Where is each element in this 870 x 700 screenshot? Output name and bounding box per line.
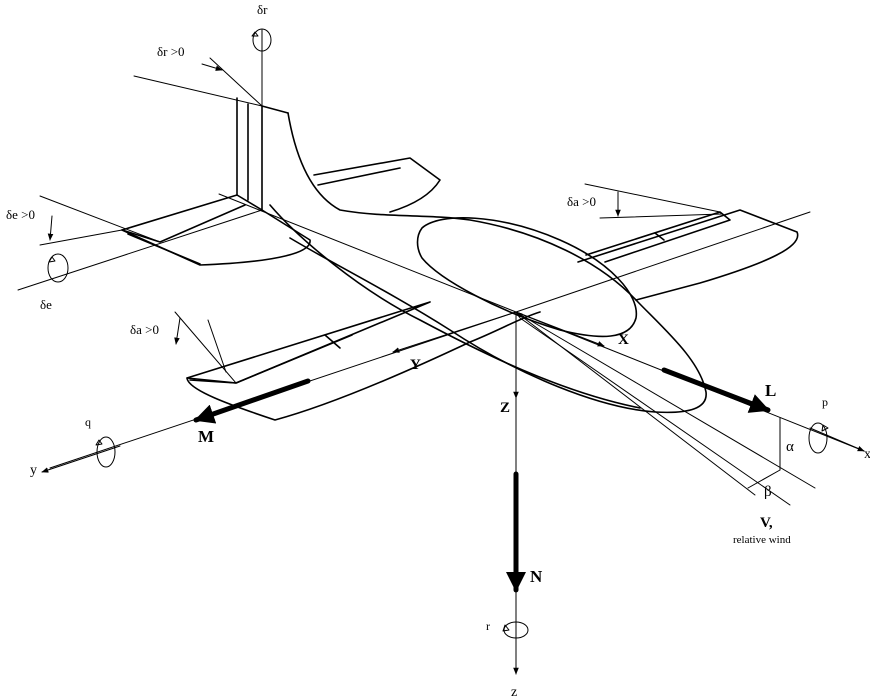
label-r: r	[486, 619, 490, 633]
label-y-axis: y	[30, 463, 37, 478]
right-aileron-hinge	[654, 232, 665, 241]
label-delta-a-left: δa >0	[130, 322, 159, 337]
label-Y: Y	[410, 357, 421, 373]
moment-arrows	[193, 367, 771, 593]
fuselage-outline	[287, 112, 707, 414]
X-force-arrow	[515, 311, 605, 347]
p-rotation-icon	[808, 422, 828, 454]
label-p: p	[822, 395, 828, 409]
label-N: N	[530, 567, 543, 586]
reference-lines	[17, 29, 865, 506]
delta-e-rotation-icon	[47, 253, 69, 283]
label-Z: Z	[500, 400, 510, 416]
labels: X Y Z L M N V, relative wind x y z p q r…	[6, 2, 870, 700]
body-axes	[41, 311, 865, 675]
label-z-axis: z	[511, 685, 517, 700]
q-rotation-icon	[96, 436, 116, 468]
r-rotation-icon	[503, 621, 529, 639]
right-horizontal-tail	[313, 157, 441, 213]
label-delta-r-top: δr	[257, 2, 268, 17]
left-wing	[186, 301, 431, 384]
delta-r-rotation-icon	[252, 28, 272, 52]
label-x-axis: x	[864, 447, 870, 462]
label-L: L	[765, 381, 776, 400]
Y-force-arrow	[392, 311, 517, 353]
right-wing	[577, 209, 799, 301]
label-delta-a-right: δa >0	[567, 194, 596, 209]
left-aileron	[189, 334, 353, 384]
label-delta-e: δe	[40, 297, 52, 312]
label-alpha: α	[786, 439, 794, 455]
rotation-symbols	[47, 28, 829, 639]
label-delta-r-pos: δr >0	[157, 44, 185, 59]
y-axis-line	[41, 445, 121, 473]
angle-markers	[47, 63, 621, 345]
right-elevator	[317, 167, 401, 186]
label-delta-e-pos: δe >0	[6, 207, 35, 222]
right-aileron	[585, 211, 731, 263]
airframe	[121, 97, 799, 421]
vertical-tail	[236, 97, 289, 211]
fuselage-lower-line	[269, 204, 641, 409]
canopy-outline	[416, 217, 638, 338]
left-elevator-lower	[127, 233, 201, 265]
label-relative-wind: relative wind	[733, 534, 791, 546]
left-horizontal-tail	[121, 194, 311, 266]
L-moment-arrow	[661, 367, 771, 413]
x-axis-line	[809, 427, 865, 452]
label-q: q	[85, 415, 91, 429]
M-moment-arrow	[193, 378, 311, 424]
left-aileron-hinge	[324, 334, 341, 349]
label-V: V,	[760, 515, 773, 531]
label-beta: β	[764, 484, 772, 500]
left-wing-surface	[186, 311, 541, 421]
label-M: M	[198, 427, 214, 446]
label-X: X	[618, 332, 629, 348]
